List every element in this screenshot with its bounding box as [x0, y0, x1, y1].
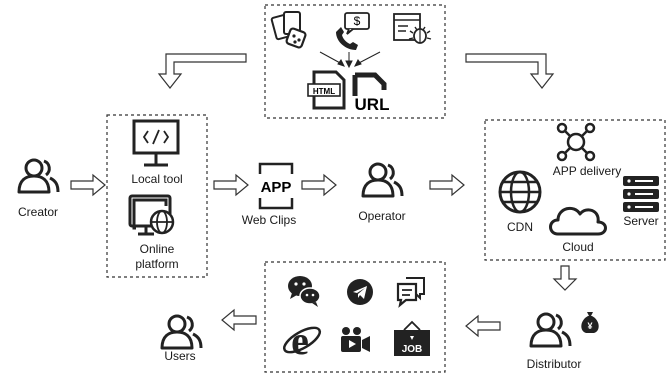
monitor-code-icon: [132, 119, 180, 167]
converging-arrows: [319, 51, 381, 69]
webpage-bug-icon: [393, 13, 432, 44]
url-badge: URL: [355, 95, 390, 114]
operator-icon: [361, 162, 404, 198]
job-sign-icon: JOB: [394, 320, 430, 356]
users-icon: [160, 314, 203, 350]
phone-money-icon: $: [336, 12, 370, 50]
arrow-distributor-channels: [465, 314, 501, 338]
distributor-label: Distributor: [526, 357, 582, 371]
dollar-sign: $: [354, 14, 361, 28]
sources-box: [264, 4, 446, 119]
arrow-operator-infra: [429, 174, 465, 196]
monitor-globe-icon: [128, 194, 175, 236]
arrow-webclips-operator: [301, 174, 337, 196]
operator-label: Operator: [358, 209, 406, 223]
creator-icon: [17, 158, 60, 194]
yen-sign: ¥: [587, 321, 592, 331]
wechat-icon: [288, 276, 321, 307]
html-badge: HTML: [313, 87, 335, 96]
publish-tools-box: [106, 114, 208, 278]
creator-label: Creator: [17, 205, 58, 219]
local-tool-label: Local tool: [131, 172, 183, 186]
globe-icon: [498, 170, 542, 214]
channels-box: [264, 261, 446, 373]
arrow-tools-webclips: [213, 174, 249, 196]
cards-dice-icon: [270, 11, 307, 49]
cdn-label: CDN: [507, 220, 533, 234]
users-label: Users: [164, 349, 196, 363]
online-platform-label-line1: Online: [139, 242, 175, 256]
web-clips-label: Web Clips: [241, 213, 297, 227]
app-icon: APP: [258, 162, 294, 210]
svg-text:e: e: [291, 318, 309, 363]
cloud-label: Cloud: [562, 240, 594, 254]
job-badge: JOB: [402, 344, 423, 355]
ie-browser-icon: e: [282, 318, 322, 363]
server-label: Server: [623, 214, 659, 228]
server-icon: [623, 176, 659, 212]
html-file-icon: HTML: [307, 70, 346, 110]
telegram-icon: [347, 279, 373, 305]
arrow-channels-users: [221, 308, 257, 332]
app-delivery-label: APP delivery: [552, 164, 622, 178]
money-bag-icon: ¥: [581, 312, 599, 333]
url-file-icon: URL: [352, 72, 390, 114]
online-platform-label-line2: platform: [135, 257, 179, 271]
elbow-arrow-right: [465, 53, 555, 89]
cloud-icon: [549, 206, 607, 236]
arrow-creator-tools: [70, 174, 106, 196]
distributor-icon: [529, 312, 572, 348]
arrow-infra-distributor: [552, 265, 578, 291]
video-camera-icon: [341, 327, 370, 352]
elbow-arrow-left: [157, 53, 247, 89]
network-icon: [556, 122, 596, 162]
infrastructure-box: [484, 119, 666, 261]
chat-bubbles-icon: [396, 277, 425, 308]
app-icon-text: APP: [261, 179, 292, 196]
